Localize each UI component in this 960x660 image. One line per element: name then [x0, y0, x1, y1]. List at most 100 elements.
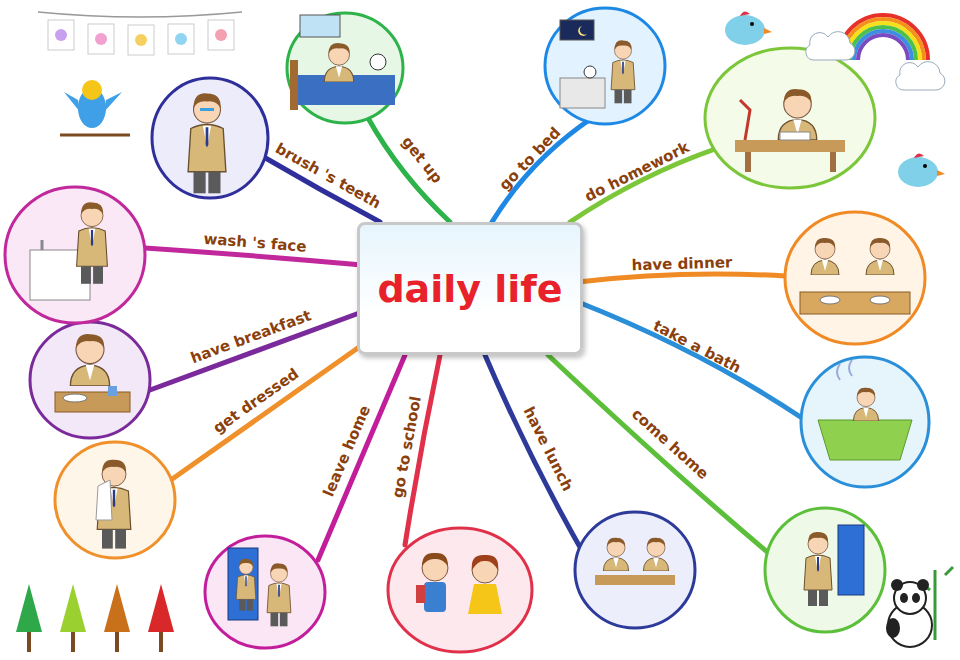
bird-eye	[750, 22, 754, 26]
hair	[472, 555, 498, 570]
branch-line	[578, 274, 786, 282]
picture-circle	[801, 357, 929, 487]
cloud	[806, 32, 855, 60]
branch-label: come home	[628, 406, 711, 483]
window	[300, 15, 340, 37]
beak	[937, 170, 945, 176]
flower	[215, 29, 227, 41]
person	[866, 238, 894, 275]
center-box: daily life	[357, 222, 583, 355]
plate	[870, 296, 890, 304]
bunting	[38, 12, 242, 55]
branch-label: take a bath	[650, 317, 743, 376]
branch-line	[485, 355, 585, 556]
crest	[914, 153, 924, 158]
scene-bath	[818, 360, 912, 460]
branch-label: get dressed	[211, 366, 303, 437]
bird-body	[725, 15, 765, 45]
scene-leave-home	[228, 548, 291, 626]
picture-circle	[388, 528, 532, 652]
crest	[740, 11, 750, 16]
plate	[820, 296, 840, 304]
branch-label: go to bed	[497, 124, 565, 194]
steam	[837, 360, 852, 380]
clock	[370, 54, 386, 70]
shirt	[96, 480, 112, 520]
bird	[898, 153, 945, 187]
toothbrush	[200, 108, 214, 111]
person	[267, 563, 291, 626]
branch-line	[150, 312, 362, 390]
card	[168, 24, 194, 54]
table	[55, 392, 130, 412]
panda	[886, 567, 953, 647]
tap	[41, 240, 44, 250]
person	[611, 40, 635, 103]
bird	[725, 11, 772, 45]
scene-lunch	[595, 538, 675, 585]
scene-breakfast	[55, 334, 130, 412]
rainbow-band	[850, 27, 916, 60]
wing	[64, 92, 80, 112]
picture-circles	[5, 8, 929, 652]
beak	[764, 28, 772, 34]
tree	[16, 584, 42, 652]
flower	[95, 33, 107, 45]
branch-label: have lunch	[521, 404, 577, 494]
panda-ear	[917, 579, 929, 591]
person	[811, 238, 839, 275]
door	[228, 548, 258, 620]
panda-eye	[912, 593, 920, 603]
picture-circle	[705, 48, 875, 188]
cup	[108, 386, 117, 396]
card	[88, 24, 114, 54]
branch-label: do homework	[582, 139, 692, 205]
flower	[175, 33, 187, 45]
picture-circle	[287, 13, 403, 123]
person	[804, 532, 832, 606]
picture-circle	[30, 322, 150, 438]
book	[780, 132, 810, 140]
picture-circle	[55, 442, 175, 558]
moon	[578, 26, 587, 36]
rainbow-band	[846, 23, 920, 60]
scene-come-home	[804, 525, 864, 606]
picture-circle	[545, 8, 665, 124]
hair	[422, 553, 448, 566]
branch-label: have dinner	[631, 254, 732, 273]
scene-homework	[735, 89, 845, 172]
picture-circle	[765, 508, 885, 632]
picture-circle	[575, 512, 695, 628]
bed	[560, 78, 605, 108]
rainbow-band	[858, 35, 908, 60]
bird-body	[898, 157, 938, 187]
picture-circle	[205, 536, 325, 648]
string	[38, 12, 242, 17]
child-body	[468, 584, 502, 614]
person	[188, 93, 226, 193]
wing	[104, 92, 122, 112]
center-title: daily life	[377, 267, 562, 311]
branch-line	[578, 302, 802, 418]
person	[778, 89, 817, 140]
card	[208, 20, 234, 50]
bed-post	[290, 60, 298, 110]
branch-label: go to school	[389, 395, 424, 500]
trees	[16, 584, 174, 652]
person	[853, 388, 878, 421]
picture-circle	[785, 212, 925, 344]
tree	[148, 584, 174, 652]
table	[800, 292, 910, 314]
scene-get-dressed	[96, 460, 131, 549]
scene-get-up	[290, 15, 395, 110]
flower	[55, 29, 67, 41]
panda-arm	[886, 618, 900, 638]
person	[77, 202, 108, 283]
scene-go-to-bed	[560, 20, 635, 108]
flower	[135, 34, 147, 46]
bird-eye	[923, 164, 927, 168]
picture-circle	[152, 78, 268, 198]
panda-eye	[900, 593, 908, 603]
desk-leg	[745, 152, 751, 172]
